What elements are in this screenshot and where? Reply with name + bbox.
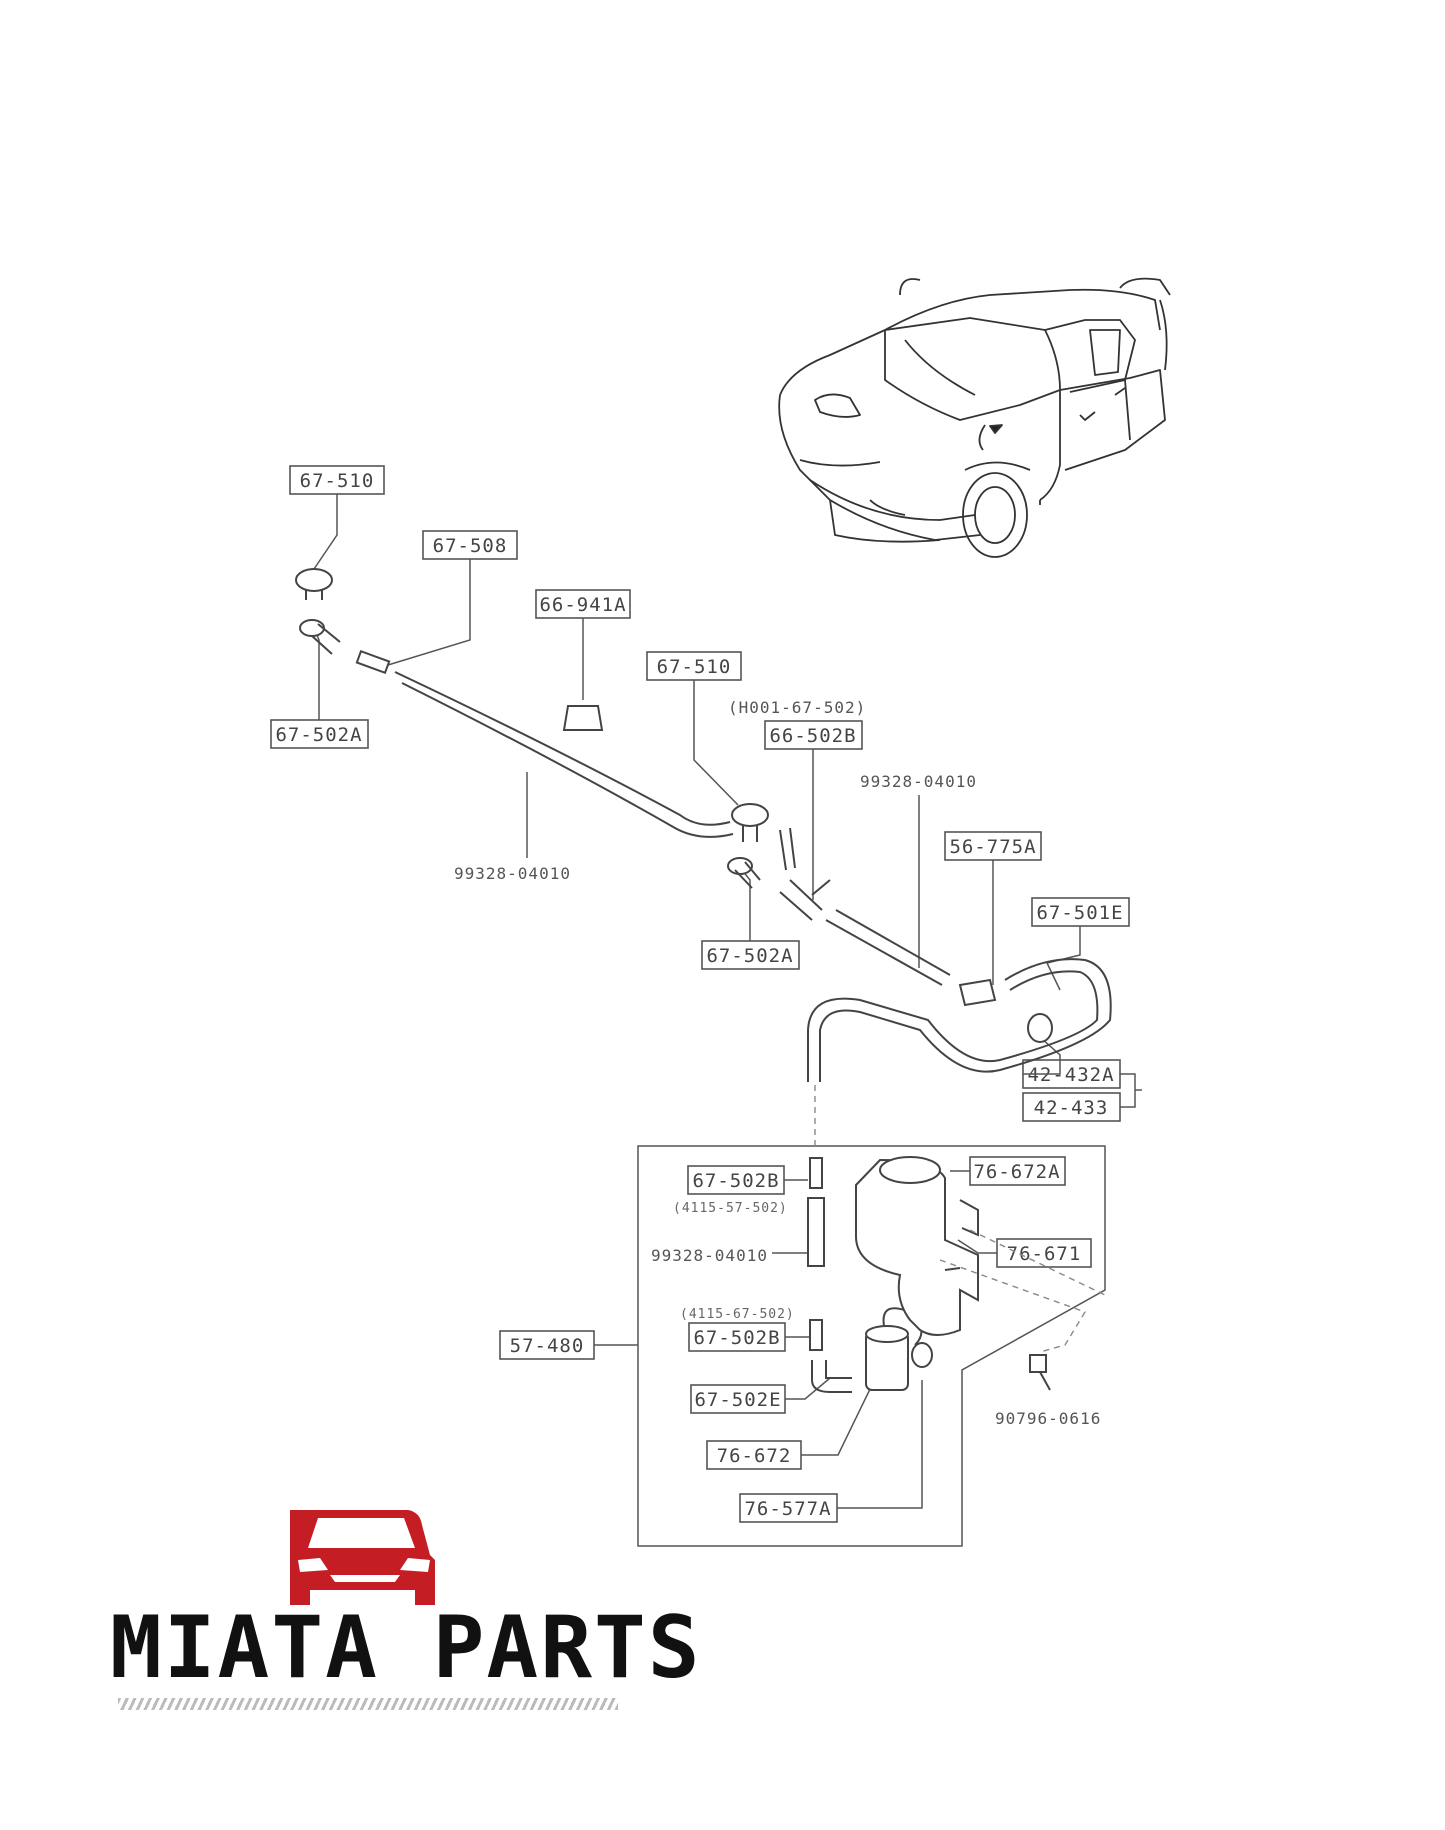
label-67-502A-middle: 67-502A (701, 940, 800, 970)
label-text: 67-508 (433, 535, 508, 557)
label-67-510-middle: 67-510 (646, 651, 742, 681)
label-56-775A: 56-775A (944, 831, 1042, 861)
label-67-501E: 67-501E (1031, 897, 1130, 927)
car-illustration (778, 277, 1171, 558)
label-text: 67-501E (1036, 902, 1123, 924)
label-67-508: 67-508 (422, 530, 518, 560)
label-text: 67-510 (300, 470, 375, 492)
label-99328-04010-left: 99328-04010 (454, 864, 571, 883)
label-76-671: 76-671 (996, 1238, 1092, 1268)
assembly-57-480-frame (637, 1145, 1106, 1547)
label-99328-04010-lower: 99328-04010 (651, 1246, 768, 1265)
grommet (562, 705, 604, 731)
label-76-577A: 76-577A (739, 1493, 838, 1523)
label-text: 57-480 (510, 1335, 585, 1357)
brand-name: MIATA PARTS (110, 1598, 702, 1698)
label-text: (H001-67-502) (728, 698, 866, 717)
label-66-502B: 66-502B (764, 720, 863, 750)
label-text: 76-577A (744, 1498, 831, 1520)
label-text: (4115-67-502) (680, 1307, 795, 1322)
nozzle-left (295, 568, 333, 592)
note-4115-57-502: (4115-57-502) (673, 1201, 788, 1216)
label-42-433: 42-433 (1022, 1092, 1121, 1122)
label-67-502B-lower: 67-502B (688, 1322, 786, 1352)
label-76-672A: 76-672A (969, 1156, 1066, 1186)
label-67-502E: 67-502E (690, 1384, 786, 1414)
leader-lines (311, 494, 1142, 1509)
label-text: 76-671 (1007, 1243, 1082, 1265)
label-text: 42-433 (1034, 1097, 1109, 1119)
label-text: 99328-04010 (860, 772, 977, 791)
label-text: (4115-57-502) (673, 1201, 788, 1216)
label-text: 67-510 (657, 656, 732, 678)
label-text: 67-502A (706, 945, 793, 967)
label-text: 76-672A (973, 1161, 1060, 1183)
label-67-502B-upper: 67-502B (687, 1165, 785, 1195)
mounting-bolt (1029, 1354, 1047, 1373)
note-h001-67-502: (H001-67-502) (728, 698, 866, 717)
check-valve (958, 978, 997, 1007)
hose-grommet (1027, 1013, 1053, 1043)
label-76-672: 76-672 (706, 1440, 802, 1470)
pump-grommet (911, 1342, 933, 1368)
car-front-icon (290, 1510, 435, 1605)
label-text: 66-941A (539, 594, 626, 616)
label-text: 67-502B (693, 1327, 780, 1349)
washer-tank (854, 1158, 979, 1336)
label-90796-0616: 90796-0616 (995, 1409, 1101, 1428)
label-text: 42-432A (1027, 1064, 1114, 1086)
label-text: 67-502B (692, 1170, 779, 1192)
label-text: 67-502E (694, 1389, 781, 1411)
note-4115-67-502: (4115-67-502) (680, 1307, 795, 1322)
label-66-941A: 66-941A (535, 589, 631, 619)
label-67-502A-left: 67-502A (270, 719, 369, 749)
nozzle-right (731, 803, 769, 827)
label-text: 99328-04010 (651, 1246, 768, 1265)
label-text: 76-672 (717, 1445, 792, 1467)
tank-cap (879, 1156, 941, 1184)
label-text: 90796-0616 (995, 1409, 1101, 1428)
brand-stripe (118, 1698, 618, 1710)
label-text: 67-502A (275, 724, 362, 746)
label-57-480: 57-480 (499, 1330, 595, 1360)
label-text: 56-775A (949, 836, 1036, 858)
washer-parts (295, 568, 1112, 1393)
label-text: 66-502B (769, 725, 856, 747)
label-67-510-top: 67-510 (289, 465, 385, 495)
label-99328-04010-right: 99328-04010 (860, 772, 977, 791)
label-text: 99328-04010 (454, 864, 571, 883)
